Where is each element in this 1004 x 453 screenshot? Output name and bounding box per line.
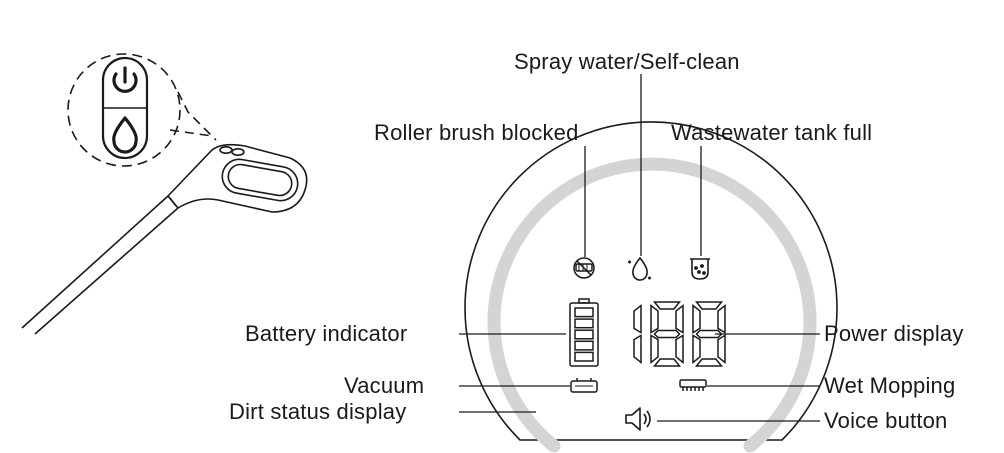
dirt-status-ring [487,157,817,453]
water-drop-icon [112,116,138,154]
segment-a [652,301,682,310]
label-power-display: Power display [824,321,964,346]
wastewater-tank-icon [690,258,710,280]
label-vacuum: Vacuum [344,373,425,398]
segment-b [675,303,684,334]
battery-segment [574,351,594,362]
battery-indicator [569,298,599,367]
battery-segment [574,307,594,318]
wet-mopping-icon [679,379,707,391]
seven-segment-digit [692,301,726,367]
label-wet-mopping: Wet Mopping [824,373,956,398]
display-panel [464,121,838,453]
leader-lines [459,74,820,422]
label-wastewater-full: Wastewater tank full [671,120,873,145]
label-dirt-status: Dirt status display [229,399,407,424]
power-display [633,301,726,367]
roller-brush-blocked-icon [573,257,595,279]
segment-g [653,329,681,339]
vacuum-icon [570,378,598,393]
label-roller-blocked: Roller brush blocked [374,120,579,145]
segment-b [633,303,642,334]
handle-illustration [21,53,308,335]
label-voice-button: Voice button [824,408,948,433]
spray-drop-icon [628,256,651,281]
speaker-icon[interactable] [625,407,651,431]
battery-segment [574,318,594,329]
segment-a [694,301,724,310]
segment-f [692,303,701,334]
segment-d [694,358,724,367]
label-spray-self-clean: Spray water/Self-clean [514,49,740,74]
seven-segment-digit [633,303,642,365]
label-battery-indicator: Battery indicator [245,321,408,346]
segment-e [650,334,659,365]
segment-f [650,303,659,334]
segment-c [717,334,726,365]
segment-c [675,334,684,365]
battery-segment [574,340,594,351]
segment-b [717,303,726,334]
segment-d [652,358,682,367]
power-icon [112,66,138,93]
segment-g [695,329,723,339]
battery-segment [574,329,594,340]
handle-button-pill [101,56,149,160]
segment-c [633,334,642,365]
seven-segment-digit [650,301,684,367]
segment-e [692,334,701,365]
